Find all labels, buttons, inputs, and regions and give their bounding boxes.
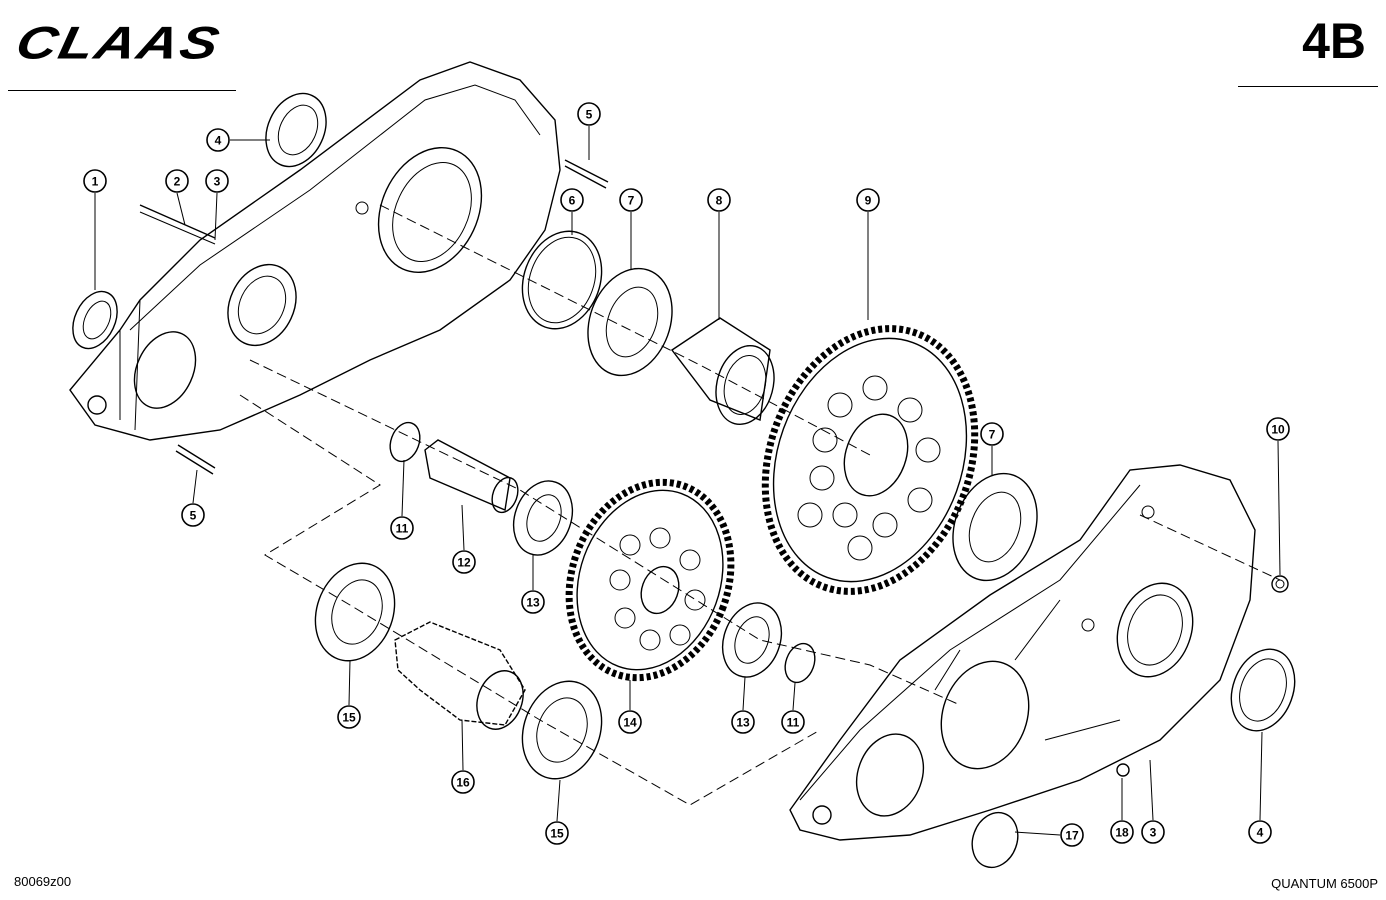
plug-18 xyxy=(1116,763,1130,777)
callout-18: 18 xyxy=(1110,820,1134,844)
callout-4-left: 4 xyxy=(206,128,230,152)
svg-text:14: 14 xyxy=(623,716,637,730)
svg-text:2: 2 xyxy=(174,175,181,189)
circlip-11-top xyxy=(389,421,421,463)
pinion-shaft-16 xyxy=(394,621,526,730)
callout-7-right: 7 xyxy=(980,422,1004,446)
seal-4-right xyxy=(1230,648,1296,732)
svg-text:10: 10 xyxy=(1271,423,1285,437)
svg-text:11: 11 xyxy=(787,716,800,730)
seal-4-left xyxy=(265,92,327,168)
gear-14 xyxy=(565,478,735,682)
header-rule-left xyxy=(8,90,236,91)
large-gear-9 xyxy=(761,325,979,595)
svg-text:13: 13 xyxy=(526,596,540,610)
callout-2: 2 xyxy=(165,169,189,193)
svg-text:11: 11 xyxy=(396,522,409,536)
bearing-15-top xyxy=(314,562,396,662)
model-name: QUANTUM 6500P xyxy=(1271,876,1378,891)
leader-lines xyxy=(94,126,1281,836)
svg-text:15: 15 xyxy=(550,827,564,841)
svg-text:3: 3 xyxy=(214,175,221,189)
callout-15-top: 15 xyxy=(337,705,361,729)
svg-text:8: 8 xyxy=(716,194,723,208)
callout-3-left: 3 xyxy=(205,169,229,193)
callout-3-right: 3 xyxy=(1141,820,1165,844)
cap-17 xyxy=(971,811,1019,869)
callout-1: 1 xyxy=(83,169,107,193)
bearing-13-right xyxy=(721,602,783,678)
svg-text:6: 6 xyxy=(569,194,576,208)
svg-text:15: 15 xyxy=(342,711,356,725)
callout-10: 10 xyxy=(1266,417,1290,441)
nut-10 xyxy=(1271,575,1289,593)
svg-text:9: 9 xyxy=(865,194,872,208)
shaft-12 xyxy=(424,439,519,514)
bearing-7-right xyxy=(952,472,1038,582)
callout-15-bottom: 15 xyxy=(545,821,569,845)
callout-5-bottom: 5 xyxy=(181,503,205,527)
splined-hub-8 xyxy=(670,317,775,426)
right-housing xyxy=(789,464,1256,841)
circlip-11-bottom xyxy=(784,642,816,684)
callout-4-right: 4 xyxy=(1248,820,1272,844)
callout-17: 17 xyxy=(1060,823,1084,847)
svg-text:17: 17 xyxy=(1065,829,1079,843)
callout-16: 16 xyxy=(451,770,475,794)
header-rule-right xyxy=(1238,86,1378,87)
pins-5 xyxy=(175,159,609,475)
callout-7-left: 7 xyxy=(619,188,643,212)
bearing-7-left xyxy=(587,267,673,377)
svg-text:16: 16 xyxy=(456,776,470,790)
callout-8: 8 xyxy=(707,188,731,212)
callout-9: 9 xyxy=(856,188,880,212)
svg-text:4: 4 xyxy=(215,134,222,148)
svg-text:5: 5 xyxy=(586,108,593,122)
svg-text:18: 18 xyxy=(1115,826,1129,840)
left-housing xyxy=(69,61,561,441)
callout-14: 14 xyxy=(618,710,642,734)
bearing-15-bottom xyxy=(521,680,603,780)
callout-13-right: 13 xyxy=(731,710,755,734)
bolt-2 xyxy=(139,204,216,245)
ring-6 xyxy=(521,230,603,330)
bearing-13-left xyxy=(512,480,574,556)
seal-1 xyxy=(72,290,118,350)
callout-13-left: 13 xyxy=(521,590,545,614)
svg-text:7: 7 xyxy=(628,194,635,208)
drawing-number: 80069z00 xyxy=(14,874,72,889)
svg-text:12: 12 xyxy=(457,556,471,570)
svg-text:4: 4 xyxy=(1257,826,1264,840)
page-code: 4B xyxy=(1302,13,1366,69)
callout-6: 6 xyxy=(560,188,584,212)
svg-text:1: 1 xyxy=(92,175,99,189)
callout-12: 12 xyxy=(452,550,476,574)
assembly-axes xyxy=(239,204,1281,806)
callout-11-left: 11 xyxy=(390,516,414,540)
svg-text:7: 7 xyxy=(989,428,996,442)
svg-text:3: 3 xyxy=(1150,826,1157,840)
svg-text:5: 5 xyxy=(190,509,197,523)
callout-5-top: 5 xyxy=(577,102,601,126)
svg-text:13: 13 xyxy=(736,716,750,730)
callout-11-right: 11 xyxy=(781,710,805,734)
